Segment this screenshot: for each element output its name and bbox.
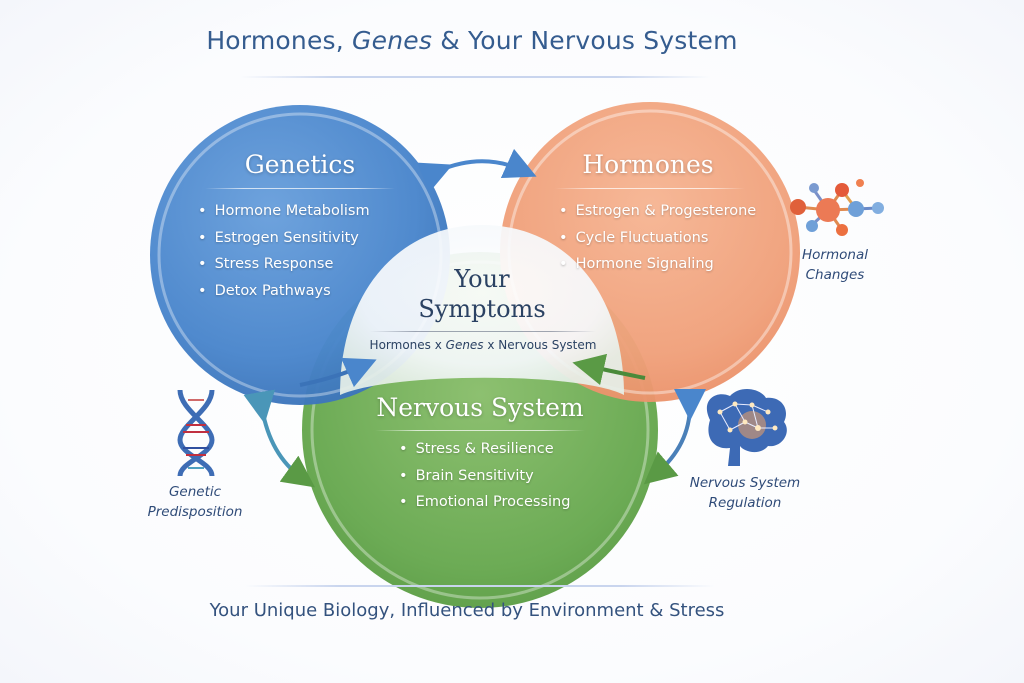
title-part-2: Genes [352, 26, 433, 55]
genetics-nervous-arrow [243, 389, 315, 488]
genetics-list: Hormone Metabolism Estrogen Sensitivity … [198, 198, 370, 304]
symptoms-divider [370, 331, 596, 332]
footer-caption: Your Unique Biology, Influenced by Envir… [209, 600, 725, 621]
hormones-to-symptoms-arrow [572, 353, 646, 386]
hormonal-changes-line-2: Changes [805, 267, 865, 283]
subtitle-part-1: Hormones x [369, 338, 446, 352]
genetics-heading: Genetics [244, 150, 356, 179]
nervous-system-heading: Nervous System [376, 393, 584, 422]
nervous-system-regulation-label: Nervous System Regulation [680, 473, 810, 513]
genetics-to-symptoms-arrow [299, 357, 377, 388]
page-title: Hormones, Genes & Your Nervous System [0, 26, 944, 55]
hormones-heading: Hormones [582, 150, 714, 179]
your-symptoms-subtitle: Hormones x Genes x Nervous System [340, 338, 626, 352]
hormones-divider [555, 188, 745, 189]
genetics-item: Detox Pathways [198, 278, 370, 305]
nervous-system-item: Emotional Processing [399, 489, 571, 516]
title-part-3: & Your Nervous System [432, 26, 738, 55]
genetics-hormones-arrow [416, 148, 537, 193]
subtitle-part-2: Genes [445, 338, 484, 352]
your-symptoms-center [340, 225, 624, 395]
nervous-regulation-line-2: Regulation [708, 495, 782, 511]
title-divider [240, 76, 710, 78]
hormones-nervous-arrow [643, 388, 707, 485]
nervous-regulation-line-1: Nervous System [689, 475, 801, 491]
hormones-item: Cycle Fluctuations [559, 225, 756, 252]
hormones-item: Hormone Signaling [559, 251, 756, 278]
your-symptoms-line-1: Your [454, 265, 510, 293]
footer-divider [245, 585, 715, 587]
genetics-item: Hormone Metabolism [198, 198, 370, 225]
your-symptoms-line-2: Symptoms [418, 295, 546, 323]
nervous-system-item: Stress & Resilience [399, 436, 570, 463]
genetics-item: Stress Response [198, 251, 370, 278]
genetic-predisposition-line-1: Genetic [168, 484, 222, 500]
title-part-1: Hormones, [206, 26, 353, 55]
genetics-item: Estrogen Sensitivity [198, 225, 370, 252]
subtitle-part-3: x Nervous System [483, 338, 597, 352]
molecule-icon [790, 179, 884, 236]
hormonal-changes-line-1: Hormonal [802, 247, 868, 263]
genetics-divider [205, 188, 395, 189]
genetic-predisposition-label: Genetic Predisposition [140, 482, 250, 522]
brain-icon [706, 389, 787, 466]
nervous-system-item: Brain Sensitivity [399, 463, 570, 490]
dna-icon [177, 389, 215, 477]
your-symptoms-title: Your Symptoms [362, 264, 602, 324]
hormonal-changes-label: Hormonal Changes [780, 245, 890, 285]
hormones-list: Estrogen & Progesterone Cycle Fluctuatio… [559, 198, 757, 278]
nervous-system-list: Stress & Resilience Brain Sensitivity Em… [399, 436, 571, 516]
nervous-system-divider [375, 430, 585, 431]
hormones-item: Estrogen & Progesterone [559, 198, 757, 225]
genetic-predisposition-line-2: Predisposition [147, 504, 243, 520]
